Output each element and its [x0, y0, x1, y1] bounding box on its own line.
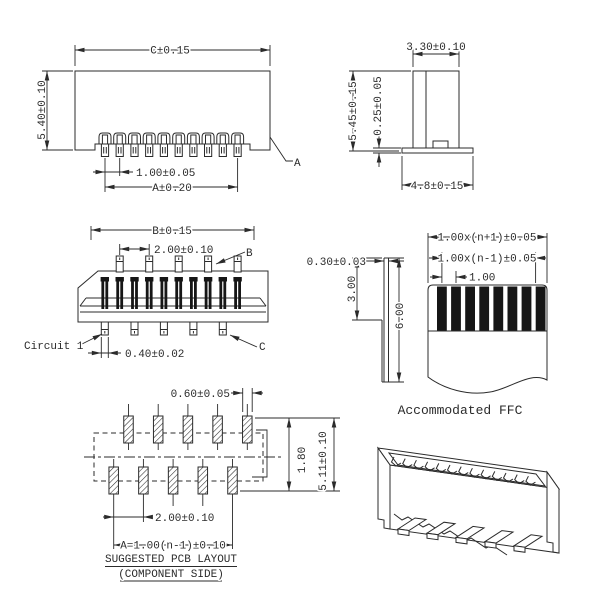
side-view-dimensions: [349, 47, 474, 190]
front-view: C±0.15 5.40±0.10 1.00±0.05 A±0.20 A: [36, 44, 303, 197]
dim-front-height: 5.40±0.10: [37, 80, 49, 139]
front-view-pins: [98, 132, 245, 157]
dim-rear-width: B±0.15: [152, 226, 192, 238]
dim-rear-pitch: 2.00±0.10: [154, 245, 213, 257]
iso-slot-contacts: [390, 456, 536, 486]
dim-ffc-exposed: 3.00: [347, 276, 359, 302]
dim-ffc-conductor-span: 1.00x(n-1)±0.05: [437, 254, 536, 266]
rear-view-bottom-pins: [100, 321, 227, 336]
dim-side-bottom-width: 4.8±0.15: [411, 181, 464, 193]
dim-ffc-thickness: 0.30±0.03: [307, 257, 366, 269]
pcb-body-outline-dashed: [93, 432, 264, 482]
dim-side-flange: 0.25±0.05: [373, 76, 385, 135]
rear-view: B±0.15 2.00±0.10 B Circuit 1 0.40±0.02 C: [23, 225, 269, 363]
dim-ffc-length: 6.00: [395, 303, 407, 329]
circuit-1-label: Circuit 1: [24, 341, 84, 353]
callout-b-label: B: [246, 248, 253, 260]
side-view: 3.30±0.10 5.45±0.15 0.25±0.05 4.8±0.15: [347, 41, 474, 195]
iso-solder-pins: [396, 517, 544, 553]
dim-pcb-pad-width: 0.60±0.05: [171, 389, 230, 401]
pcb-layout-view: 0.60±0.05 1.80 5.11±0.10 2.00±0.10 A=1.0…: [84, 388, 340, 583]
ffc-view: 0.30±0.03 3.00 6.00 1.00x(n+1)±0.05 1.00…: [305, 231, 548, 420]
dim-front-pitch: 1.00±0.05: [136, 168, 195, 180]
pcb-dimensions: [103, 388, 340, 582]
dim-pcb-span: A=1.00(n-1)±0.10: [120, 541, 226, 553]
pcb-layout-subtitle: (COMPONENT SIDE): [118, 569, 224, 581]
dim-pcb-pitch: 2.00±0.10: [155, 513, 214, 525]
dim-ffc-overall-width: 1.00x(n+1)±0.05: [437, 233, 536, 245]
isometric-view: [376, 446, 561, 556]
dim-side-top-width: 3.30±0.10: [406, 42, 465, 54]
callout-c-label: C: [259, 342, 266, 354]
ffc-conductors: [437, 286, 546, 331]
side-view-flange: [401, 147, 474, 154]
dim-pcb-row-span: 5.11±0.10: [318, 431, 330, 490]
rear-view-top-pins: [115, 255, 242, 273]
rear-view-contacts: [100, 277, 242, 309]
ffc-caption: Accommodated FFC: [398, 403, 523, 418]
dim-pcb-pad-height: 1.80: [297, 447, 309, 473]
rear-view-dimensions: [79, 226, 258, 358]
front-view-dimensions: [42, 45, 293, 192]
iso-top-slot: [387, 452, 547, 487]
ffc-side-strip: [381, 257, 389, 383]
dim-front-span: A±0.20: [152, 183, 192, 195]
iso-right-cap: [546, 470, 560, 554]
iso-shelf-teeth: [393, 513, 508, 556]
iso-left-cap: [377, 446, 391, 530]
pcb-layout-title: SUGGESTED PCB LAYOUT: [105, 554, 237, 566]
side-view-body: [412, 70, 460, 148]
pcb-top-pads: [123, 415, 253, 444]
dim-side-height: 5.45±0.15: [348, 81, 360, 140]
dim-ffc-pitch: 1.00: [469, 273, 495, 285]
dim-rear-pin-width: 0.40±0.02: [125, 349, 184, 361]
ffc-front-outline: [427, 284, 548, 394]
dim-front-width: C±0.15: [150, 46, 190, 58]
ffc-dimensions: [352, 233, 548, 383]
callout-a-label: A: [294, 158, 301, 170]
